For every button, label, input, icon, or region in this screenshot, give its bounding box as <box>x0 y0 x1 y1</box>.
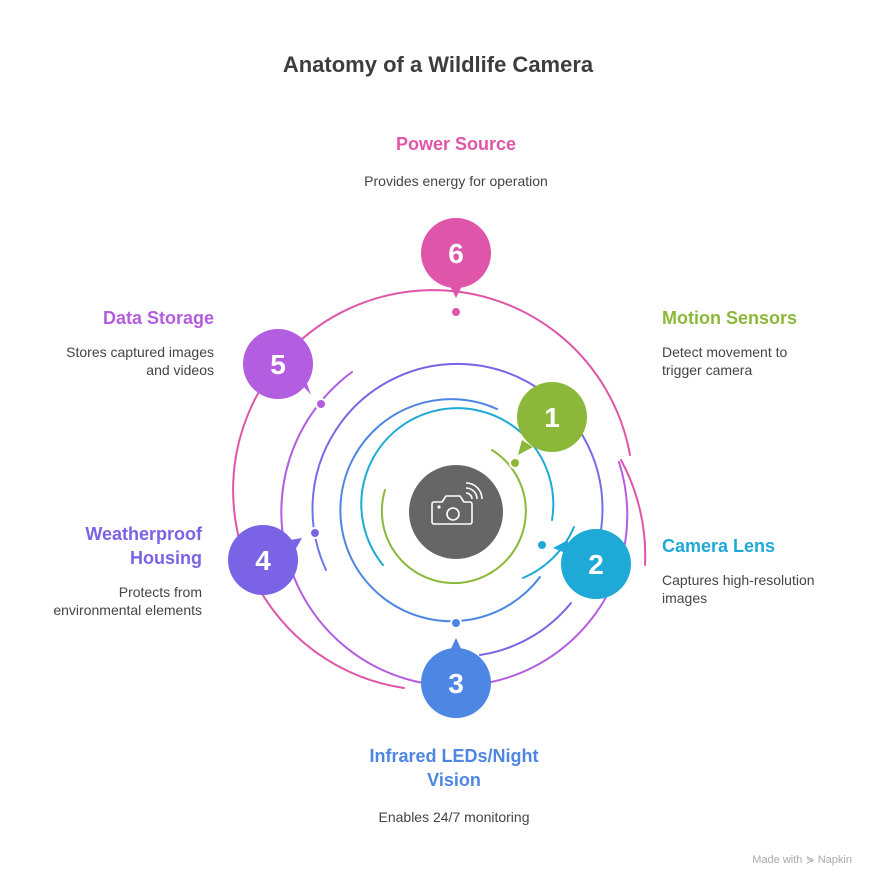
item-5-title: Data Storage <box>102 308 214 328</box>
camera-wireless-icon <box>431 482 483 525</box>
marker-3: 3 <box>421 638 491 718</box>
dot-4 <box>309 527 321 539</box>
item-4-description-line: Protects from <box>118 584 202 600</box>
ring-4 <box>311 362 604 579</box>
item-1-description: Detect movement to trigger camera <box>662 343 787 379</box>
item-2-description: Captures high-resolution images <box>662 571 815 607</box>
item-4-title-line: Weatherproof <box>85 524 202 544</box>
item-4-title: Weatherproof Housing <box>0 522 202 570</box>
item-3-description: Enables 24/7 monitoring <box>378 809 530 825</box>
marker-6: 6 <box>421 218 491 298</box>
item-2-description-line: images <box>662 590 708 606</box>
item-6-title: Power Source <box>395 134 517 154</box>
item-1-description-line: Detect movement to <box>662 344 788 360</box>
item-3-title-line: Infrared LEDs/Night <box>369 746 539 766</box>
item-6-description: Provides energy for operation <box>364 173 548 189</box>
item-5-description-line: and videos <box>146 362 214 378</box>
dot-3 <box>450 617 462 629</box>
ring-5 <box>280 371 621 688</box>
marker-5: 5 <box>243 329 313 399</box>
ring-1 <box>380 449 527 585</box>
marker-2-number: 2 <box>588 549 604 580</box>
marker-3-number: 3 <box>448 668 464 699</box>
marker-5-number: 5 <box>270 349 286 380</box>
center-hub <box>409 465 503 559</box>
item-2-description-line: Captures high-resolution <box>662 572 815 588</box>
marker-4-number: 4 <box>255 545 271 576</box>
marker-6-number: 6 <box>448 238 464 269</box>
dot-6 <box>450 306 462 318</box>
ring-6-right-arc <box>620 459 647 566</box>
marker-1: 1 <box>517 382 587 455</box>
marker-4: 4 <box>228 525 302 595</box>
dot-2 <box>536 539 548 551</box>
made-with-napkin-footer: Made with ⋟ Napkin <box>752 854 852 866</box>
item-5-description-line: Stores captured images <box>66 344 214 360</box>
dot-1 <box>509 457 521 469</box>
item-3-title-line: Vision <box>427 770 481 790</box>
item-4-title-line: Housing <box>130 548 202 568</box>
item-2-title: Camera Lens <box>662 536 776 556</box>
diagram-title: Anatomy of a Wildlife Camera <box>282 52 594 77</box>
dot-5 <box>315 398 327 410</box>
ring-2-lower-arc <box>522 526 575 579</box>
item-3-title: Infrared LEDs/Night Vision <box>254 744 654 792</box>
item-5-description: Stores captured images and videos <box>0 343 214 379</box>
marker-1-number: 1 <box>544 402 560 433</box>
item-1-description-line: trigger camera <box>662 362 753 378</box>
ring-4-lower-arc <box>479 602 572 656</box>
marker-2: 2 <box>553 529 631 599</box>
ring-3 <box>339 398 541 623</box>
item-4-description: Protects from environmental elements <box>0 583 202 619</box>
item-4-description-line: environmental elements <box>53 602 202 618</box>
item-1-title: Motion Sensors <box>662 308 798 328</box>
ring-2 <box>360 407 555 566</box>
